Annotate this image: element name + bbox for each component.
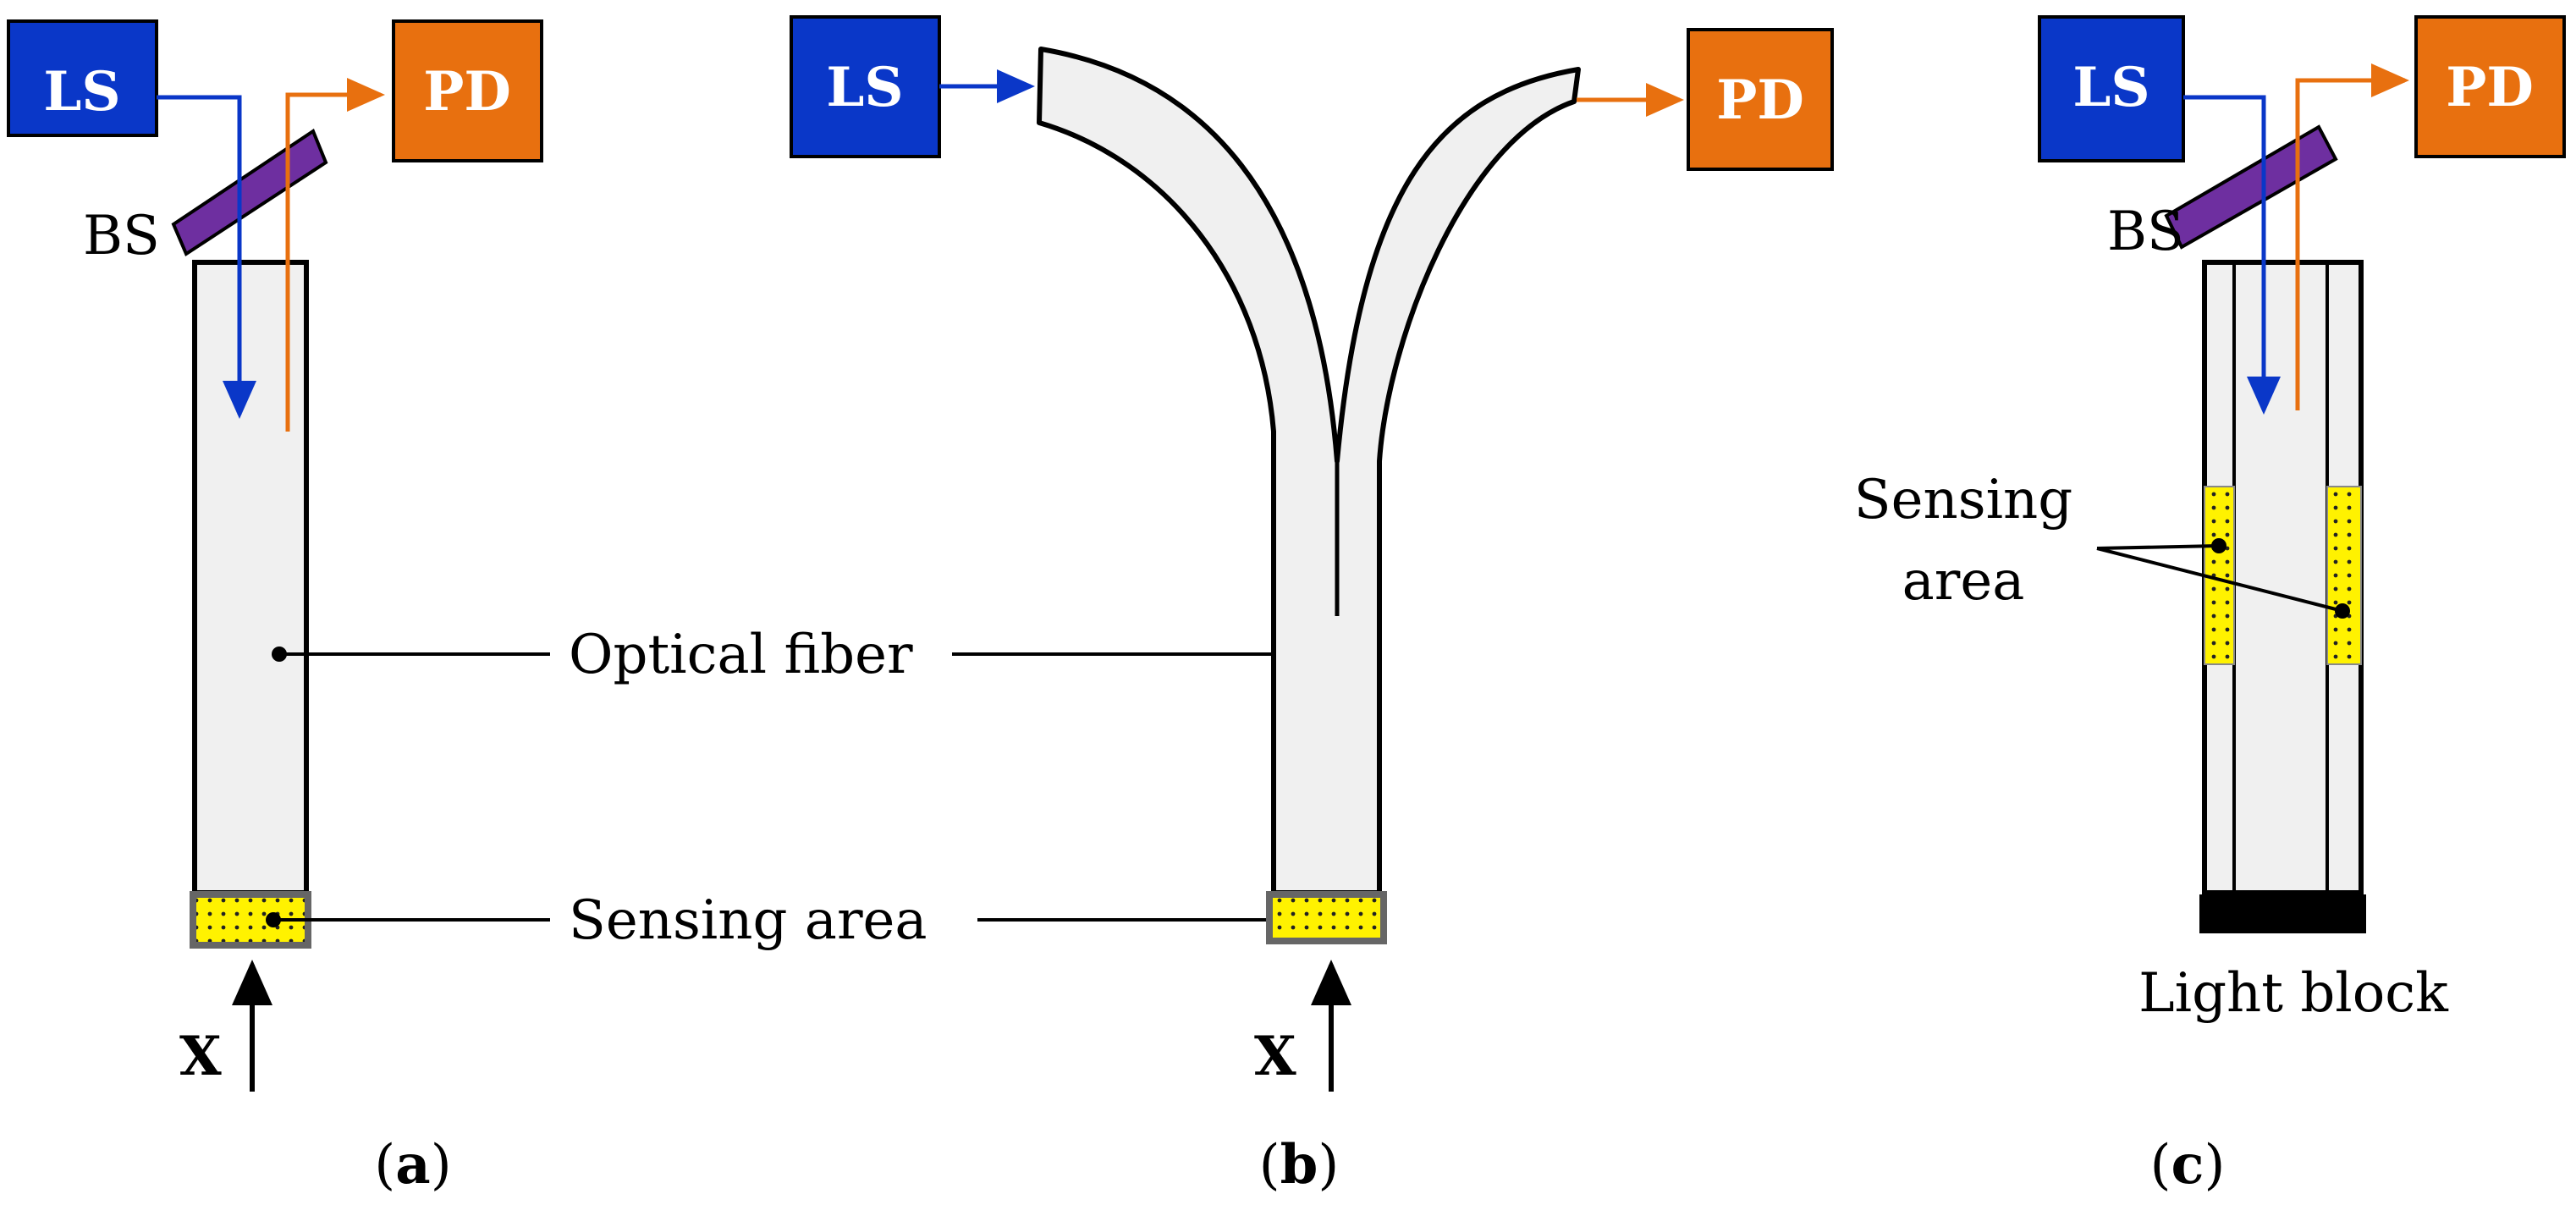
panel-a-light-source: LS (7, 19, 158, 137)
sensing-area-label: Sensing area (569, 889, 927, 952)
panel-b: LS PD X (b) (790, 15, 1834, 1197)
panel-b-light-source: LS (790, 15, 941, 158)
panel-c-ls-label: LS (2072, 56, 2149, 119)
panel-c-light-block (2199, 894, 2366, 933)
optical-fiber-label: Optical fiber (569, 624, 913, 686)
panel-c-light-source: LS (2038, 15, 2185, 162)
panel-c-sensing-area-left (2204, 486, 2235, 665)
panel-c-beam-splitter (2164, 124, 2338, 250)
panel-c-sensing-label-line1: Sensing (1854, 469, 2072, 531)
panel-c: LS PD BS Light block Sensing area (c) (1854, 15, 2566, 1197)
panel-c-photodetector: PD (2414, 15, 2566, 158)
panel-a: LS PD BS X (a) (7, 19, 543, 1197)
panel-a-bs-label: BS (83, 205, 160, 267)
panel-c-bs-label: BS (2107, 201, 2184, 263)
panel-b-photodetector: PD (1687, 28, 1834, 171)
panel-a-photodetector: PD (392, 19, 543, 162)
shared-labels: Optical fiber Sensing area (266, 624, 1328, 952)
panel-b-sensing-area (1266, 891, 1387, 944)
panel-c-sensing-leader-2 (2096, 547, 2343, 613)
panel-a-ls-label: LS (43, 60, 120, 124)
panel-a-beam-splitter (171, 128, 328, 256)
panel-a-source-beam (157, 95, 256, 419)
panel-a-x-label: X (179, 1025, 222, 1088)
panel-c-sensing-label-line2: area (1902, 550, 2025, 613)
panel-c-caption: (c) (2150, 1133, 2226, 1197)
panel-b-x-label: X (1254, 1025, 1296, 1088)
panel-b-ls-label: LS (826, 56, 903, 119)
panel-a-caption: (a) (374, 1133, 451, 1197)
panel-b-caption: (b) (1259, 1133, 1340, 1197)
panel-c-sensing-leader-1 (2096, 544, 2220, 550)
panel-c-sensing-area-right (2326, 486, 2362, 665)
panel-c-light-block-label: Light block (2138, 962, 2449, 1025)
panel-a-pd-label: PD (423, 60, 511, 124)
panel-b-pd-label: PD (1716, 69, 1804, 132)
panel-a-return-beam (285, 78, 385, 432)
panel-c-pd-label: PD (2446, 56, 2534, 119)
panel-c-return-beam (2295, 63, 2409, 410)
panel-c-source-beam (2183, 95, 2281, 415)
panel-b-optical-fiber (1037, 47, 1581, 895)
